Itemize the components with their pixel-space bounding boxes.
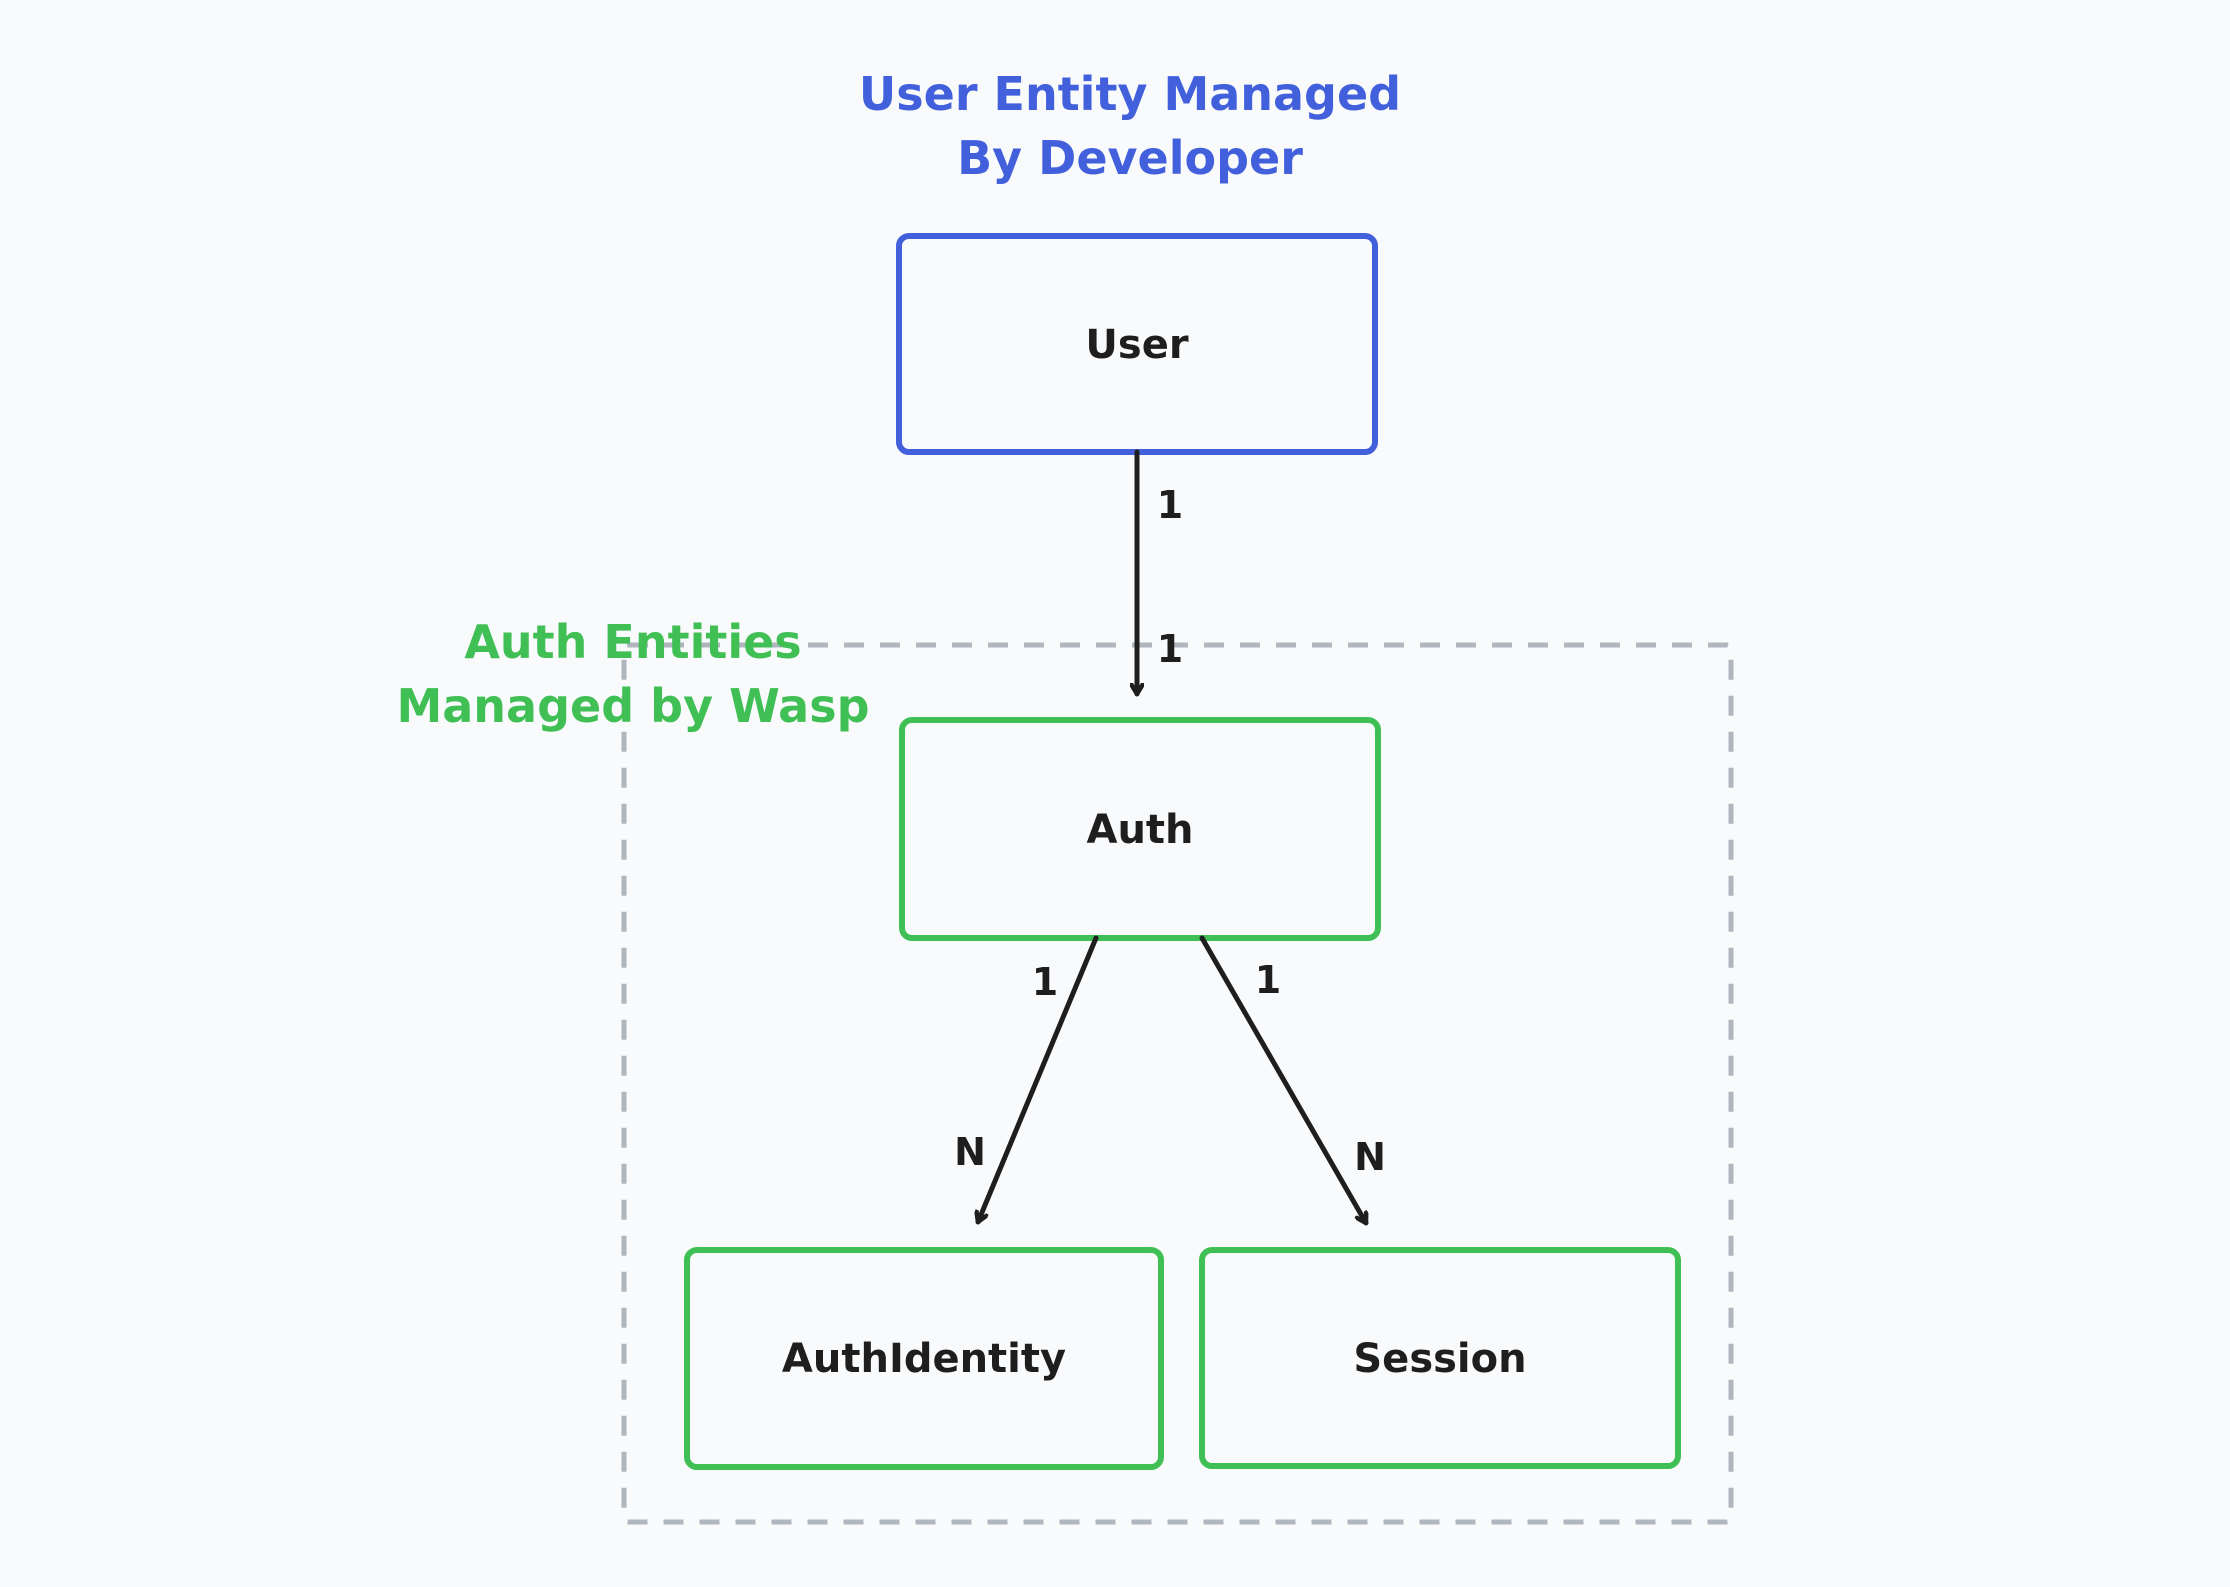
edge-auth-identity-from-cardinality: 1 — [1032, 960, 1058, 1004]
edge-auth-identity-line — [978, 935, 1099, 1225]
group-title-line-1: Auth Entities — [464, 615, 801, 669]
node-auth-identity-label: AuthIdentity — [782, 1336, 1066, 1382]
group-title-line-2: Managed by Wasp — [396, 679, 869, 733]
auth-entities-group — [621, 642, 1734, 1525]
edge-user-auth: 1 1 — [1137, 449, 1183, 697]
node-session-label: Session — [1353, 1336, 1526, 1382]
edge-user-auth-to-cardinality: 1 — [1157, 627, 1183, 671]
node-session-box — [1199, 1247, 1681, 1469]
edge-auth-session-line — [1199, 935, 1369, 1226]
node-user[interactable]: User — [896, 233, 1378, 455]
node-auth-label: Auth — [1086, 807, 1193, 853]
node-user-label: User — [1085, 322, 1188, 368]
edge-auth-identity: 1 N — [954, 935, 1099, 1225]
node-session[interactable]: Session — [1199, 1247, 1681, 1469]
node-auth[interactable]: Auth — [899, 717, 1381, 941]
developer-title-line-1: User Entity Managed — [859, 67, 1401, 121]
edge-auth-session-to-cardinality: N — [1354, 1135, 1386, 1179]
node-auth-box — [899, 717, 1381, 941]
developer-title-line-2: By Developer — [957, 131, 1303, 185]
edge-auth-session: 1 N — [1199, 935, 1386, 1226]
node-auth-identity-box — [684, 1247, 1164, 1470]
node-auth-identity[interactable]: AuthIdentity — [684, 1247, 1164, 1470]
edge-user-auth-from-cardinality: 1 — [1157, 483, 1183, 527]
edge-auth-identity-to-cardinality: N — [954, 1130, 986, 1174]
edge-auth-session-from-cardinality: 1 — [1255, 958, 1281, 1002]
